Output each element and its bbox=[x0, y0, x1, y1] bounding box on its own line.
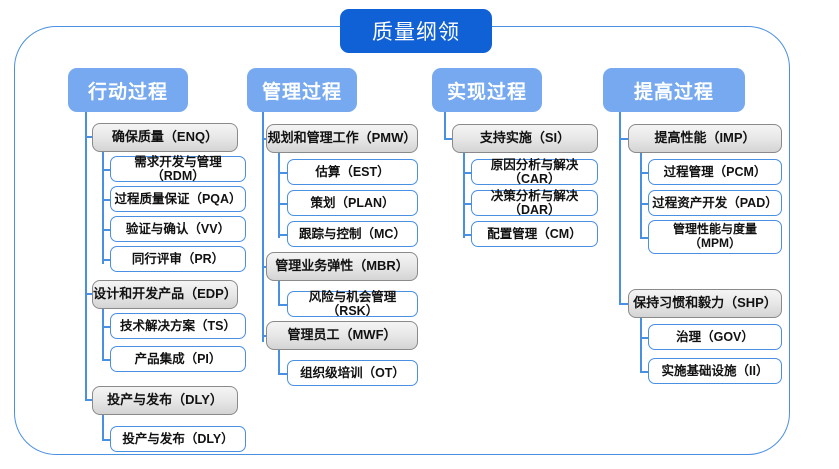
category-box[interactable]: 规划和管理工作（PMW） bbox=[266, 124, 418, 153]
category-box[interactable]: 确保质量（ENQ） bbox=[92, 123, 238, 152]
sub-item-box[interactable]: 组织级培训（OT） bbox=[287, 360, 418, 386]
connector-col1-g1-i3 bbox=[102, 229, 113, 231]
sub-item-box[interactable]: 跟踪与控制（MC） bbox=[287, 221, 418, 247]
connector-col4-g1-sub-trunk bbox=[640, 153, 642, 238]
connector-col4-g2-i2 bbox=[640, 371, 652, 373]
connector-col1-cat1 bbox=[85, 136, 97, 138]
sub-item-box[interactable]: 过程资产开发（PAD） bbox=[648, 190, 782, 216]
connector-col1-g3-i1 bbox=[102, 439, 113, 441]
connector-col3-g1-i1 bbox=[463, 172, 475, 174]
connector-col2-g1-i1 bbox=[278, 172, 290, 174]
sub-item-box[interactable]: 管理性能与度量 （MPM） bbox=[648, 220, 782, 254]
connector-col1-g3-sub-trunk bbox=[102, 415, 104, 440]
column-header-1[interactable]: 行动过程 bbox=[68, 68, 188, 112]
connector-col3-trunk bbox=[444, 112, 446, 140]
connector-col4-cat2 bbox=[619, 303, 633, 305]
connector-col3-g1-i3 bbox=[463, 234, 475, 236]
connector-col2-g1-i3 bbox=[278, 234, 290, 236]
connector-col4-g2-i1 bbox=[640, 337, 652, 339]
connector-col2-g2-sub-trunk bbox=[278, 281, 280, 305]
connector-col1-g1-i1 bbox=[102, 169, 113, 171]
connector-col1-g1-i2 bbox=[102, 199, 113, 201]
category-box[interactable]: 设计和开发产品（EDP） bbox=[92, 280, 238, 309]
sub-item-box[interactable]: 决策分析与解决（DAR） bbox=[471, 189, 598, 217]
connector-col3-cat1 bbox=[444, 138, 458, 140]
column-header-4[interactable]: 提高过程 bbox=[603, 68, 745, 112]
connector-col3-g1-sub-trunk bbox=[463, 153, 465, 238]
sub-item-box[interactable]: 实施基础设施（II） bbox=[648, 358, 782, 384]
category-box[interactable]: 管理业务弹性（MBR） bbox=[266, 252, 418, 281]
sub-item-box[interactable]: 过程管理（PCM） bbox=[648, 159, 782, 185]
connector-col1-cat3 bbox=[85, 399, 97, 401]
connector-col4-g2-sub-trunk bbox=[640, 318, 642, 372]
connector-col2-g3-sub-trunk bbox=[278, 350, 280, 374]
connector-col1-g1-sub-trunk bbox=[102, 152, 104, 264]
sub-item-box[interactable]: 技术解决方案（TS） bbox=[110, 313, 246, 339]
connector-col1-g2-i1 bbox=[102, 326, 113, 328]
category-box[interactable]: 提高性能（IMP） bbox=[628, 124, 782, 153]
connector-col3-g1-i2 bbox=[463, 203, 475, 205]
diagram-title: 质量纲领 bbox=[340, 9, 492, 53]
connector-col2-trunk bbox=[262, 112, 264, 342]
connector-col1-g2-sub-trunk bbox=[102, 309, 104, 361]
sub-item-box[interactable]: 配置管理（CM） bbox=[471, 221, 598, 247]
connector-col4-trunk bbox=[619, 112, 621, 304]
sub-item-box[interactable]: 验证与确认（VV） bbox=[110, 216, 246, 242]
sub-item-box[interactable]: 产品集成（PI） bbox=[110, 346, 246, 372]
category-box[interactable]: 投产与发布（DLY） bbox=[92, 386, 238, 415]
category-box[interactable]: 支持实施（SI） bbox=[452, 124, 598, 153]
connector-col4-g1-i2 bbox=[640, 203, 652, 205]
sub-item-box[interactable]: 需求开发与管理（RDM） bbox=[110, 155, 246, 183]
connector-col1-g2-i2 bbox=[102, 359, 113, 361]
sub-item-box[interactable]: 原因分析与解决（CAR） bbox=[471, 158, 598, 186]
sub-item-box[interactable]: 估算（EST） bbox=[287, 159, 418, 185]
category-box[interactable]: 保持习惯和毅力（SHP） bbox=[628, 289, 782, 318]
sub-item-box[interactable]: 过程质量保证（PQA） bbox=[110, 186, 246, 212]
connector-col1-trunk bbox=[85, 112, 87, 399]
connector-col4-g1-i3 bbox=[640, 237, 652, 239]
sub-item-box[interactable]: 风险与机会管理（RSK） bbox=[287, 290, 418, 318]
sub-item-box[interactable]: 策划（PLAN） bbox=[287, 190, 418, 216]
connector-col1-g1-i4 bbox=[102, 259, 113, 261]
category-box[interactable]: 管理员工（MWF） bbox=[266, 321, 418, 350]
connector-col2-g1-i2 bbox=[278, 203, 290, 205]
sub-item-box[interactable]: 治理（GOV） bbox=[648, 324, 782, 350]
connector-col1-cat2 bbox=[85, 293, 97, 295]
connector-col2-g3-i1 bbox=[278, 373, 290, 375]
sub-item-box[interactable]: 投产与发布（DLY） bbox=[110, 426, 246, 452]
connector-col4-cat1 bbox=[619, 138, 633, 140]
connector-col2-g1-sub-trunk bbox=[278, 153, 280, 238]
sub-item-box[interactable]: 同行评审（PR） bbox=[110, 246, 246, 272]
connector-col4-g1-i1 bbox=[640, 172, 652, 174]
column-header-2[interactable]: 管理过程 bbox=[247, 68, 357, 112]
connector-col2-g2-i1 bbox=[278, 304, 290, 306]
column-header-3[interactable]: 实现过程 bbox=[432, 68, 542, 112]
